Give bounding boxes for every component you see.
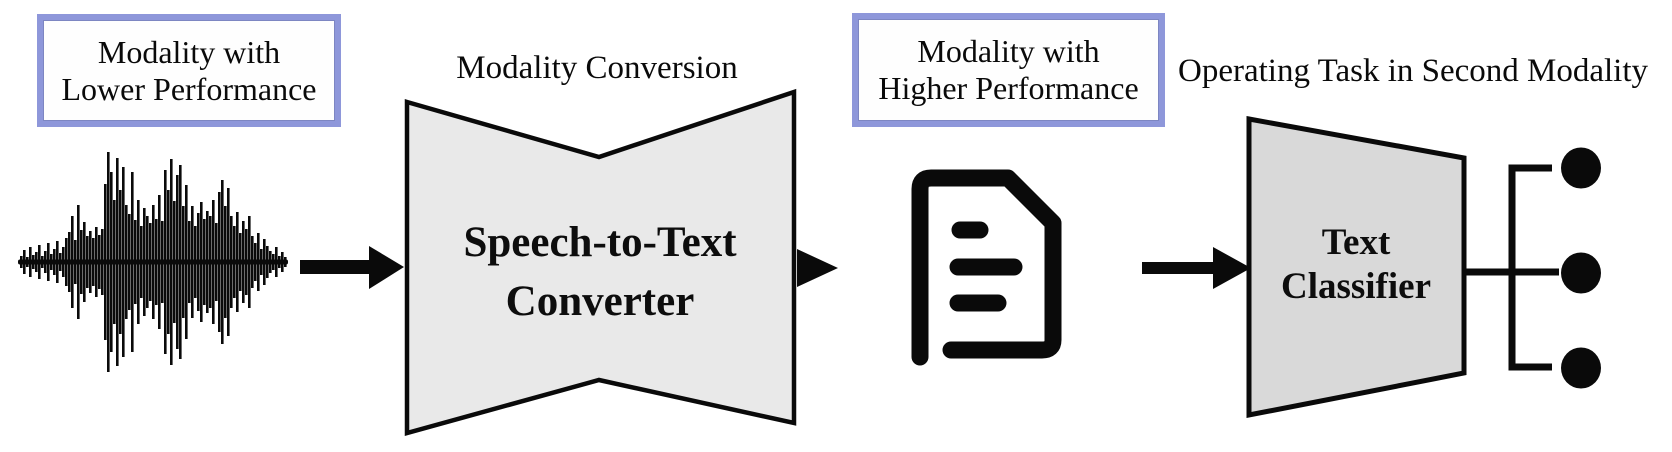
output-class-dots <box>1561 147 1601 389</box>
output-modality-label-line2: Higher Performance <box>878 70 1139 106</box>
arrow-right-icon <box>1142 247 1251 289</box>
arrow-right-icon <box>300 246 404 289</box>
input-modality-label-line1: Modality with <box>97 33 281 70</box>
classifier-shape <box>1246 116 1467 419</box>
output-class-dot <box>1561 252 1601 294</box>
output-modality-label-line1: Modality with <box>917 33 1100 69</box>
output-class-dot <box>1561 147 1601 189</box>
output-class-dot <box>1561 347 1601 389</box>
converter-label-line1: Speech-to-Text <box>463 219 737 266</box>
document-text-icon <box>911 169 1062 366</box>
converter-shape <box>404 88 797 436</box>
classifier-label: Text Classifier <box>1256 221 1456 309</box>
classifier-label-line2: Classifier <box>1280 266 1432 307</box>
output-modality-label-box: Modality with Higher Performance <box>852 13 1165 127</box>
task-title: Operating Task in Second Modality <box>1178 53 1649 89</box>
arrow-right-icon <box>797 249 838 287</box>
classifier-label-line1: Text <box>1321 222 1391 263</box>
conversion-title: Modality Conversion <box>456 50 738 86</box>
three-class-dots-bracket <box>1464 147 1601 389</box>
converter-label-line2: Converter <box>505 278 695 325</box>
converter-label: Speech-to-Text Converter <box>440 213 760 331</box>
input-modality-label-line2: Lower Performance <box>61 70 317 107</box>
audio-waveform-icon <box>18 152 288 372</box>
input-modality-label-box: Modality with Lower Performance <box>37 14 341 127</box>
